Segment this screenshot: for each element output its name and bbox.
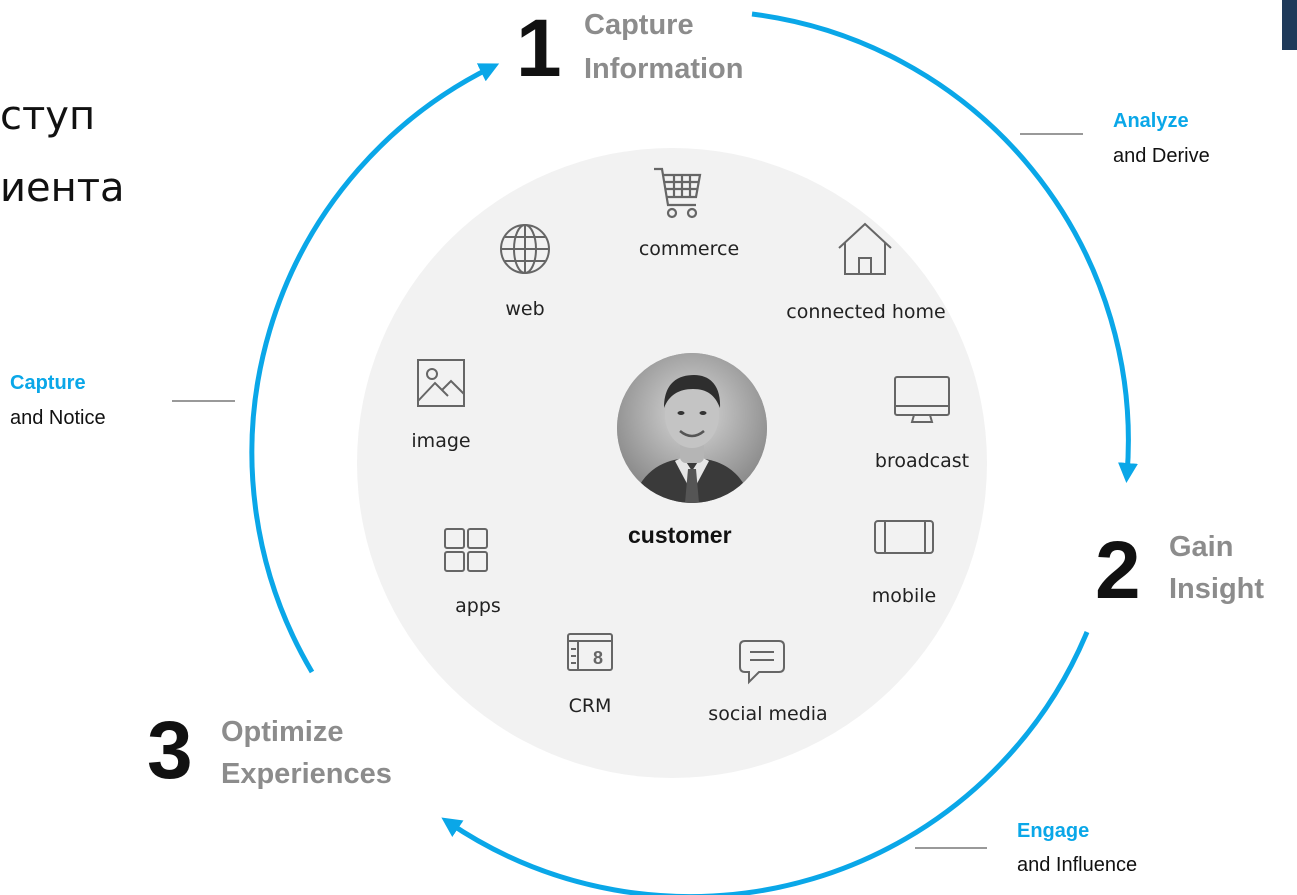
engage-divider bbox=[915, 847, 987, 849]
item-label-web: web bbox=[505, 298, 545, 320]
analyze-text-label: and Derive bbox=[1113, 145, 1210, 167]
chat-icon bbox=[737, 637, 787, 687]
capture-divider bbox=[172, 400, 235, 402]
apps-grid-icon bbox=[443, 527, 489, 573]
customer-photo bbox=[617, 353, 767, 503]
arrow-capture-to-gain bbox=[751, 11, 1138, 483]
step-2-number: 2 bbox=[1095, 525, 1141, 616]
image-icon bbox=[415, 357, 467, 409]
monitor-icon bbox=[892, 374, 952, 424]
step-3-number: 3 bbox=[147, 705, 193, 796]
item-label-crm: CRM bbox=[568, 695, 612, 717]
item-label-broadcast: broadcast bbox=[874, 450, 970, 472]
corner-logo bbox=[1282, 0, 1297, 50]
engage-accent-label: Engage bbox=[1017, 820, 1090, 842]
step-3-title-line2: Experiences bbox=[221, 758, 392, 790]
capture-text-label: and Notice bbox=[10, 407, 106, 429]
capture-accent-label: Capture bbox=[10, 372, 86, 394]
step-1-title-line2: Information bbox=[584, 53, 744, 85]
title-fragment-1: ступ bbox=[0, 93, 96, 139]
item-label-commerce: commerce bbox=[638, 238, 740, 260]
crm-icon: 8 bbox=[566, 632, 614, 672]
analyze-accent-label: Analyze bbox=[1113, 110, 1189, 132]
item-label-mobile: mobile bbox=[871, 585, 937, 607]
step-1-number: 1 bbox=[516, 3, 562, 94]
home-icon bbox=[835, 220, 895, 278]
cart-icon bbox=[652, 165, 704, 223]
step-3-title-line1: Optimize bbox=[221, 716, 344, 748]
item-label-connected-home: connected home bbox=[786, 301, 946, 323]
arrow-gain-to-optimize bbox=[441, 631, 1090, 895]
svg-text:8: 8 bbox=[593, 648, 603, 668]
customer-label: customer bbox=[628, 522, 732, 548]
item-label-social-media: social media bbox=[708, 703, 828, 725]
step-2-title-line1: Gain bbox=[1169, 531, 1234, 563]
step-2-title-line2: Insight bbox=[1169, 573, 1265, 605]
title-fragment-2: иента bbox=[0, 165, 125, 211]
engage-text-label: and Influence bbox=[1017, 854, 1138, 876]
globe-icon bbox=[498, 222, 552, 276]
item-label-apps: apps bbox=[455, 595, 501, 617]
analyze-divider bbox=[1020, 133, 1083, 135]
arrow-optimize-to-capture bbox=[249, 63, 500, 674]
mobile-icon bbox=[872, 518, 936, 556]
item-label-image: image bbox=[411, 430, 471, 452]
step-1-title-line1: Capture bbox=[584, 9, 694, 41]
